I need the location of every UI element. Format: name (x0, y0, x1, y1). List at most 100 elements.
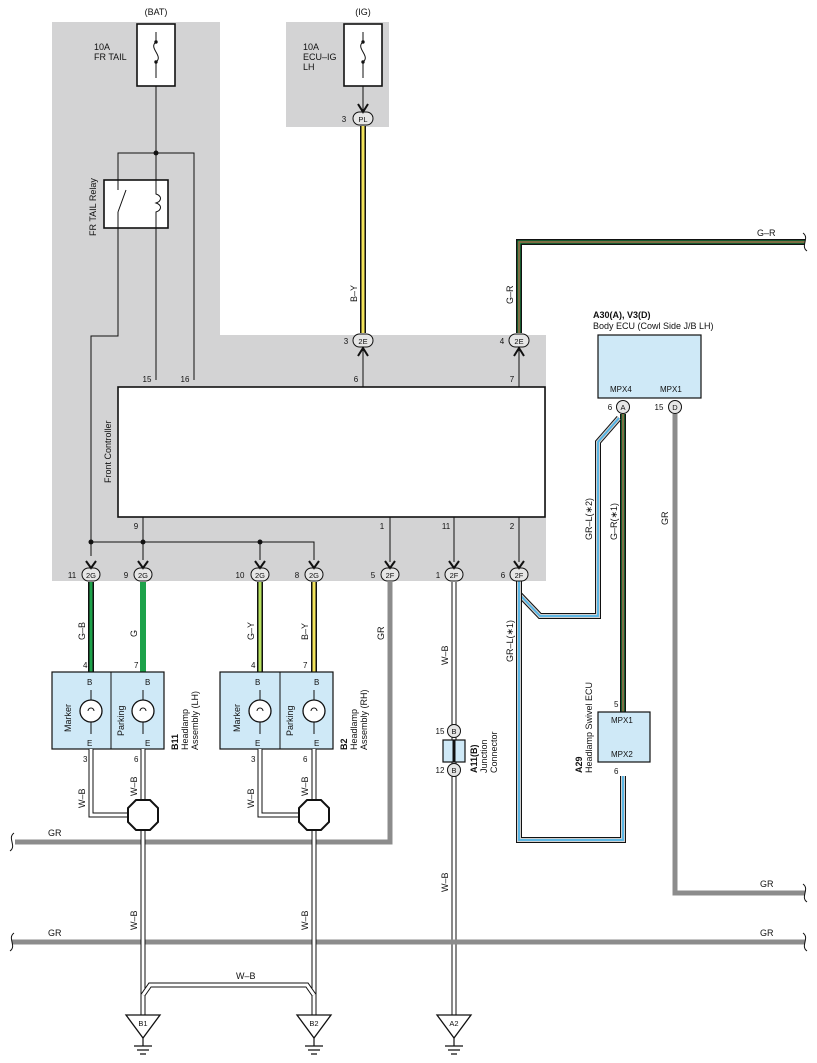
lamp-rh-parking-icon (302, 699, 326, 723)
fc-pin-9: 9 (134, 522, 139, 531)
connector-arrows (85, 103, 525, 570)
lamp-lh-marker-filament (87, 690, 95, 734)
connector-2e-b-pin: 4 (500, 337, 505, 346)
hl-rh-name: Headlamp (349, 709, 359, 750)
fuse-fr-tail-name: FR TAIL (94, 52, 127, 62)
fc-pin-6: 6 (354, 375, 359, 384)
wire-gr-top-tracer (518, 241, 805, 333)
fc-pin-7: 7 (510, 375, 515, 384)
connector-2f-1-id: 2F (450, 571, 459, 580)
wire-gr-ecu-label: GR (660, 511, 670, 525)
wire-wb-link-label: W–B (236, 971, 256, 981)
relay-switch-icon (117, 180, 127, 228)
body-ecu-box (597, 334, 702, 399)
fc-pin9-bus (142, 517, 315, 560)
hl-lh-e-parking: E (145, 739, 150, 748)
wire-gr-2f-label: GR (376, 626, 386, 640)
body-ecu-conn-d (668, 400, 682, 414)
connector-2f-5-pin: 5 (371, 571, 376, 580)
splice-rh-icon (298, 799, 330, 831)
hl-rh-pin-3: 3 (251, 755, 256, 764)
hl-lh-code: B11 (170, 734, 180, 750)
fuse-ecu-ig-side: LH (303, 62, 315, 72)
junction-name: Junction (479, 739, 489, 773)
hl-rh-code: B2 (339, 738, 349, 750)
wire-break-ecu (802, 883, 808, 903)
hl-rh-b-parking: B (314, 678, 319, 687)
hl-lh-name: Headlamp (180, 709, 190, 750)
ground-b1-label: B1 (138, 1019, 147, 1028)
swivel-ecu-pin-top: 5 (614, 700, 619, 709)
wire-wb-rh-marker-label: W–B (246, 788, 256, 808)
wire-grl1-mid (517, 581, 625, 842)
hl-rh-pin-4: 4 (251, 661, 256, 670)
wire-grl1-outer (516, 581, 626, 843)
wire-break-bus2-left (9, 932, 15, 952)
hl-lh-name2: Assembly (LH) (190, 691, 200, 750)
connector-2e-b-id: 2E (514, 337, 523, 346)
connector-2g-9-pin: 9 (124, 571, 129, 580)
body-ecu-conn-a-id: A (620, 403, 625, 412)
fuse-fr-tail-rating: 10A (94, 42, 110, 52)
hl-lh-e-marker: E (87, 739, 92, 748)
wire-gr1-label: G–R(∗1) (609, 503, 619, 540)
splice-lh-icon (127, 799, 159, 831)
wire-wb-lh-marker-label: W–B (77, 788, 87, 808)
hl-rh-e-marker: E (255, 739, 260, 748)
connector-2g-10-pin: 10 (236, 571, 245, 580)
wire-gr-top-label: G–R (505, 285, 515, 304)
junction-conn-bottom-id: B (451, 766, 456, 775)
ground-b1-icon (124, 1014, 162, 1040)
swivel-ecu-pin-bottom: 6 (614, 767, 619, 776)
front-controller-label: Front Controller (103, 420, 113, 483)
wire-gr-2f (15, 582, 393, 845)
swivel-ecu-mpx1: MPX1 (611, 716, 633, 725)
ground-wires-lh (88, 749, 159, 1015)
connector-2f-1-pin: 1 (436, 571, 441, 580)
body-ecu-name: Body ECU (Cowl Side J/B LH) (593, 321, 714, 331)
relay-label: FR TAIL Relay (88, 178, 98, 236)
connector-2e-a-pin: 3 (344, 337, 349, 346)
ground-b2: B2 (295, 1014, 333, 1055)
connector-2g-10-id: 2G (255, 571, 265, 580)
bat-label: (BAT) (145, 7, 168, 17)
wire-g-label: G (129, 630, 139, 637)
hl-lh-b-parking: B (145, 678, 150, 687)
wire-gy-label: G–Y (246, 622, 256, 640)
wire-gb-label: G–B (77, 622, 87, 640)
lamp-rh-marker-icon (248, 699, 272, 723)
body-ecu-code: A30(A), V3(D) (593, 310, 651, 320)
wire-by-ig-label: B–Y (349, 285, 359, 302)
wire-gr-ecu (672, 414, 805, 896)
hl-rh-parking: Parking (285, 705, 295, 736)
ground-b2-icon (295, 1014, 333, 1040)
wire-gr-top-inner (517, 240, 805, 333)
wire-wb-jc-label: W–B (440, 645, 450, 665)
swivel-ecu-code: A29 (574, 756, 584, 773)
wire-grl2-inner (518, 417, 620, 617)
wire-break-top (802, 232, 808, 252)
wire-wb-lh-parking-label: W–B (129, 776, 139, 796)
body-ecu-conn-d-pin: 15 (655, 403, 664, 412)
wire-wb-link-inner (141, 983, 316, 996)
wire-wb-rh-parking-label: W–B (300, 776, 310, 796)
wire-gr-bus2-label: GR (48, 928, 62, 938)
lamp-lh-parking-filament (139, 690, 147, 734)
hl-rh-b-marker: B (255, 678, 260, 687)
ground-a2-label: A2 (449, 1019, 458, 1028)
hl-lh-parking: Parking (116, 705, 126, 736)
wire-grl2-label: GR–L(∗2) (584, 498, 594, 540)
wire-gr-ecu-label-right: GR (760, 879, 774, 889)
wire-wb-rh-ground-label: W–B (300, 910, 310, 930)
lamp-rh-marker-filament (256, 690, 264, 734)
lamp-rh-parking-filament (310, 690, 318, 734)
lamp-lh-parking-icon (131, 699, 155, 723)
wire-break-bus1 (9, 832, 15, 852)
front-controller-box (117, 386, 546, 518)
wire-grl1-label: GR–L(∗1) (505, 620, 515, 662)
fc-pin-1: 1 (380, 522, 385, 531)
wire-grl1-inner (518, 581, 624, 841)
junction-code: A11(B) (469, 744, 479, 773)
fc-pin-16: 16 (181, 375, 190, 384)
